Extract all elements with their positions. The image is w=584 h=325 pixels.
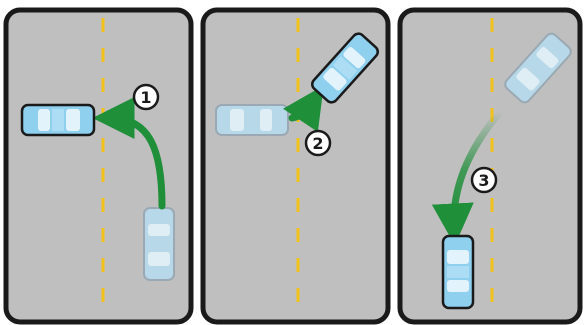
car-icon [443, 236, 473, 308]
step-label-3: 3 [478, 171, 489, 190]
panel-2: 2 [203, 10, 388, 322]
step-badge-1: 1 [134, 85, 158, 109]
car-icon [216, 105, 288, 135]
panel-3: 3 [400, 10, 580, 322]
step-label-2: 2 [312, 134, 323, 153]
car-icon [144, 208, 174, 280]
step-label-1: 1 [140, 88, 151, 107]
step-badge-3: 3 [472, 168, 496, 192]
car-icon [22, 105, 94, 135]
panel-1: 1 [6, 10, 191, 322]
step-badge-2: 2 [306, 131, 330, 155]
